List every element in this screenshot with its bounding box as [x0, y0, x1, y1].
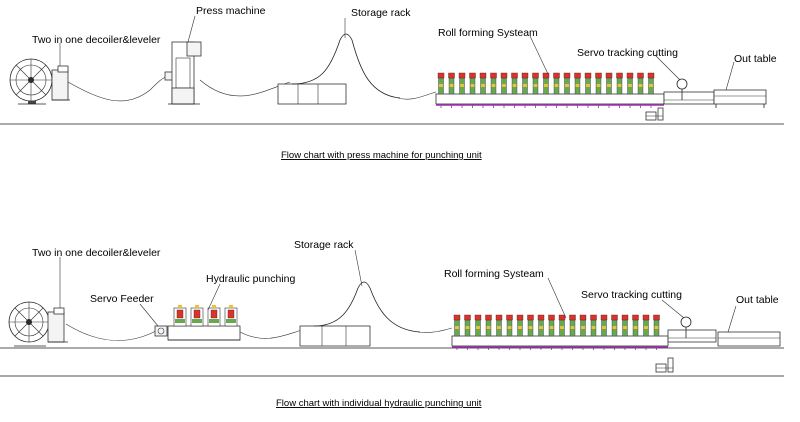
hydraulic-punching-unit — [167, 305, 241, 341]
leader-servo-cut — [654, 54, 681, 81]
flow-chart-hydraulic-punching: Two in one decoiler&leveler Servo Feeder… — [0, 239, 784, 409]
out-table — [713, 89, 767, 108]
caption-diagram-2: Flow chart with individual hydraulic pun… — [276, 398, 482, 409]
press-machine — [164, 41, 202, 105]
leader-rollforming — [547, 277, 567, 319]
roller-stand — [479, 72, 487, 108]
strip-path-2 — [239, 329, 303, 339]
decoiler-leveler-machine — [9, 58, 70, 105]
roller-stand — [469, 72, 476, 108]
roller-stand — [558, 314, 566, 350]
roller-stand — [495, 314, 503, 350]
roller-stand — [590, 314, 597, 350]
roller-stand — [637, 72, 644, 108]
roller-stand — [579, 314, 587, 350]
label-roll-forming: Roll forming Systeam — [438, 27, 538, 39]
strip-path-2 — [199, 79, 291, 97]
label-storage-rack: Storage rack — [351, 7, 411, 19]
leader-feeder — [139, 303, 159, 327]
roller-stand — [553, 72, 560, 108]
roller-stand — [511, 72, 518, 108]
punching-station — [173, 305, 187, 327]
roller-stand — [548, 314, 555, 350]
storage-rack — [299, 281, 421, 347]
roller-stand — [490, 72, 497, 108]
roller-stand — [521, 72, 529, 108]
roller-stand — [532, 72, 539, 108]
roll-forming-base — [451, 335, 669, 347]
storage-rack — [277, 33, 401, 105]
roller-stand — [569, 314, 576, 350]
caption-diagram-1: Flow chart with press machine for punchi… — [281, 150, 482, 161]
roller-stand — [485, 314, 492, 350]
label-hydraulic-punching: Hydraulic punching — [206, 273, 295, 285]
flow-chart-press-machine: Two in one decoiler&leveler Press machin… — [0, 5, 784, 161]
roller-stand — [574, 72, 581, 108]
roller-stand — [542, 72, 550, 108]
leader-hydraulic — [207, 283, 221, 311]
roller-stand — [500, 72, 508, 108]
strip-path-1 — [65, 323, 159, 341]
roller-stand — [632, 314, 639, 350]
roller-stand — [527, 314, 534, 350]
punching-station — [207, 305, 221, 327]
servo-tracking-cutting-machine — [655, 316, 717, 373]
punching-station — [190, 305, 204, 327]
decoiler-leveler-machine — [8, 301, 68, 347]
roller-stand — [647, 72, 655, 108]
strip-path-3 — [397, 91, 437, 100]
roller-stand — [474, 314, 482, 350]
leader-storage — [354, 249, 363, 287]
roller-stand — [605, 72, 613, 108]
label-servo-tracking-cutting: Servo tracking cutting — [577, 47, 678, 59]
roller-stand — [626, 72, 634, 108]
label-out-table: Out table — [736, 294, 779, 306]
roller-stand — [642, 314, 650, 350]
roller-stand — [653, 314, 660, 350]
leader-rollforming — [529, 35, 549, 75]
roller-stand — [458, 72, 466, 108]
label-out-table: Out table — [734, 53, 777, 65]
strip-path-3 — [417, 327, 453, 333]
label-decoiler: Two in one decoiler&leveler — [32, 247, 161, 259]
roll-forming-system — [451, 314, 669, 350]
roller-stand — [621, 314, 629, 350]
roller-stand — [563, 72, 571, 108]
label-press-machine: Press machine — [196, 5, 266, 17]
label-servo-tracking-cutting: Servo tracking cutting — [581, 289, 682, 301]
label-servo-feeder: Servo Feeder — [90, 293, 154, 305]
roller-stand — [616, 72, 623, 108]
roller-stand — [595, 72, 602, 108]
roller-stand — [453, 314, 461, 350]
leader-servo-cut — [661, 299, 685, 319]
label-storage-rack: Storage rack — [294, 239, 354, 251]
leader-outtable — [725, 61, 735, 91]
roller-stand — [448, 72, 455, 108]
roller-stand — [600, 314, 608, 350]
roller-stand — [506, 314, 513, 350]
punching-station — [224, 305, 238, 327]
leader-outtable — [727, 305, 737, 333]
roller-stand — [437, 72, 445, 108]
servo-tracking-cutting-machine — [645, 78, 715, 121]
roller-stand — [516, 314, 524, 350]
leader-press — [187, 15, 196, 43]
roll-forming-base — [435, 93, 665, 105]
roller-stand — [584, 72, 592, 108]
roller-stand — [611, 314, 618, 350]
roller-stand — [537, 314, 545, 350]
servo-feeder — [154, 325, 168, 337]
label-roll-forming: Roll forming Systeam — [444, 268, 544, 280]
label-decoiler: Two in one decoiler&leveler — [32, 34, 161, 46]
roll-forming-system — [435, 72, 665, 108]
roller-stand — [464, 314, 471, 350]
out-table — [717, 331, 781, 347]
strip-path-1 — [67, 75, 169, 102]
